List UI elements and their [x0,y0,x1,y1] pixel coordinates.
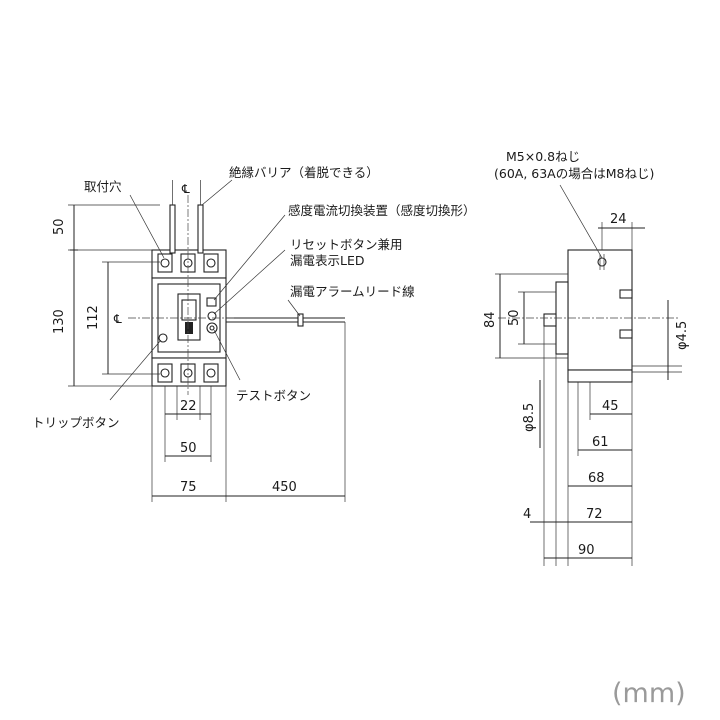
label-mount-hole: 取付穴 [84,179,122,194]
dim-front-50-top: 50 [52,218,67,235]
dim-side-phi85: φ8.5 [522,403,537,432]
front-leaders [109,179,301,401]
mount-hole-top [160,258,170,268]
side-terminal-bottom [567,369,633,383]
centerline-symbol-front-top: ℄ [181,182,190,196]
unit-label: (mm) [612,678,686,709]
centerline-symbol-front-left: ℄ [113,312,122,326]
barrier-right [197,204,204,254]
label-reset-button: リセットボタン兼用 [290,237,403,252]
dim-side-90: 90 [578,543,595,558]
side-view [498,184,682,383]
label-screw-spec: M5×0.8ねじ [506,149,580,164]
dim-side-24: 24 [610,212,627,227]
terminal-screw [597,257,607,267]
dim-front-75: 75 [180,480,197,495]
dim-front-130: 130 [52,309,67,334]
dim-side-45: 45 [602,399,619,414]
dim-side-61: 61 [592,435,609,450]
dim-side-50: 50 [507,309,522,326]
dim-front-450: 450 [272,480,297,495]
front-dimension-lines [68,204,346,502]
label-leak-led: 漏電表示LED [290,253,365,268]
dim-side-4: 4 [523,507,531,522]
label-screw-note: (60A, 63Aの場合はM8ねじ) [494,166,654,181]
dim-side-84: 84 [483,311,498,328]
label-sensitivity-switch: 感度電流切換装置（感度切換形） [288,203,476,218]
dim-side-phi45: φ4.5 [675,321,690,350]
sensitivity-switch [206,297,217,307]
dim-front-22: 22 [180,399,197,414]
dim-front-112: 112 [86,305,101,330]
side-handle [543,313,557,327]
label-test-button: テストボタン [236,388,311,403]
screw-leader [559,184,603,259]
label-alarm-lead: 漏電アラームリード線 [290,284,415,299]
side-dimension-lines [495,222,669,566]
label-trip-button: トリップボタン [32,415,120,430]
front-view [128,180,345,395]
dim-front-50-bottom: 50 [180,441,197,456]
dim-side-68: 68 [588,471,605,486]
label-barrier: 絶縁バリア（着脱できる） [229,165,379,180]
barrier-left [169,204,176,254]
dim-side-72: 72 [586,507,603,522]
